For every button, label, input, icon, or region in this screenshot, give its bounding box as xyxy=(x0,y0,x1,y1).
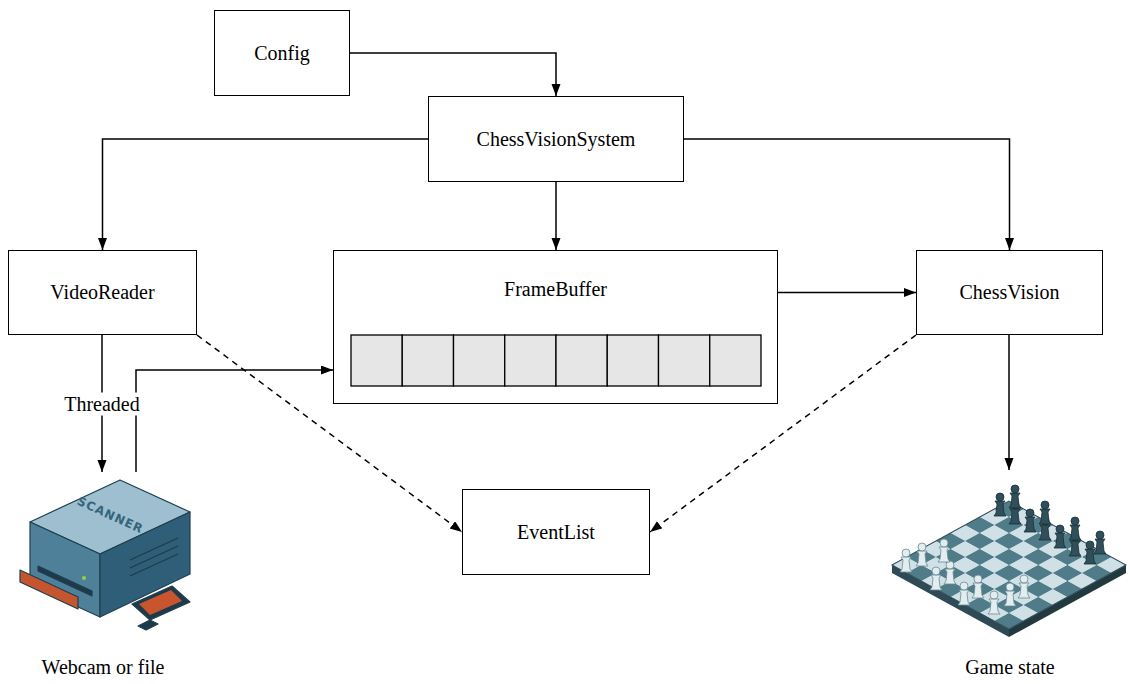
buffer-cell xyxy=(505,335,556,386)
chess-piece xyxy=(972,575,984,598)
game-state-caption: Game state xyxy=(965,656,1054,679)
buffer-cell xyxy=(351,335,402,386)
monitor-stand xyxy=(138,620,158,630)
dashed-arrow xyxy=(197,335,462,532)
node-label: Config xyxy=(254,42,310,65)
dashed-arrow xyxy=(650,335,916,532)
chess-piece xyxy=(1094,531,1106,554)
eventlist-box: EventList xyxy=(462,489,650,575)
chess-piece xyxy=(988,591,1000,614)
board-squares xyxy=(892,501,1126,629)
system-box: ChessVisionSystem xyxy=(428,96,684,182)
flow-arrow xyxy=(555,182,557,250)
chess-piece xyxy=(1084,541,1096,564)
chess-piece xyxy=(944,561,956,584)
chessboard-illustration xyxy=(892,485,1126,637)
buffer-cell xyxy=(454,335,505,386)
source-caption: Webcam or file xyxy=(42,656,165,679)
flow-arrow xyxy=(350,53,556,96)
chess-piece xyxy=(900,549,912,572)
chess-piece xyxy=(1069,517,1081,540)
monitor-frame xyxy=(132,586,190,620)
chess-piece xyxy=(1054,525,1066,548)
thread-label: Threaded xyxy=(61,393,143,416)
node-label: FrameBuffer xyxy=(504,278,607,301)
buffer-box: FrameBuffer xyxy=(333,250,778,404)
dark-pieces xyxy=(994,485,1106,564)
chess-piece xyxy=(916,543,928,566)
chess-piece xyxy=(1009,485,1021,508)
buffer-cell xyxy=(710,335,761,386)
chess-piece xyxy=(994,493,1006,516)
node-label: EventList xyxy=(517,521,595,544)
buffer-cell xyxy=(659,335,710,386)
light-pieces xyxy=(900,539,1030,614)
chess-piece xyxy=(1004,583,1016,606)
connector-layer xyxy=(103,53,1010,532)
chess-piece xyxy=(938,539,950,562)
monitor-screen xyxy=(139,590,182,615)
chess-piece xyxy=(1039,501,1051,524)
buffer-cell xyxy=(402,335,453,386)
chess-piece xyxy=(958,582,970,605)
flow-arrow xyxy=(684,139,1010,250)
flow-arrow xyxy=(778,292,916,294)
scanner-stamp: SCANNER xyxy=(75,495,146,537)
vision-box: ChessVision xyxy=(916,250,1103,335)
vision-to-board-arrow xyxy=(1008,335,1010,470)
buffer-cell xyxy=(556,335,607,386)
buffer-cell xyxy=(607,335,658,386)
flow-arrow xyxy=(103,139,429,250)
reader-box: VideoReader xyxy=(8,250,197,335)
node-label: VideoReader xyxy=(50,281,154,304)
scanner-illustration xyxy=(20,480,190,630)
buffer-cells xyxy=(351,335,761,386)
node-label: ChessVision xyxy=(960,281,1060,304)
chess-piece xyxy=(1018,575,1030,598)
scanner-vent xyxy=(130,554,178,576)
source-to-buffer-arrow xyxy=(136,370,333,472)
chess-piece xyxy=(930,567,942,590)
chess-piece xyxy=(1024,509,1036,532)
scanner-led xyxy=(82,576,86,580)
scanner-slot xyxy=(38,566,92,596)
config-box: Config xyxy=(214,10,350,96)
node-label: ChessVisionSystem xyxy=(477,128,636,151)
